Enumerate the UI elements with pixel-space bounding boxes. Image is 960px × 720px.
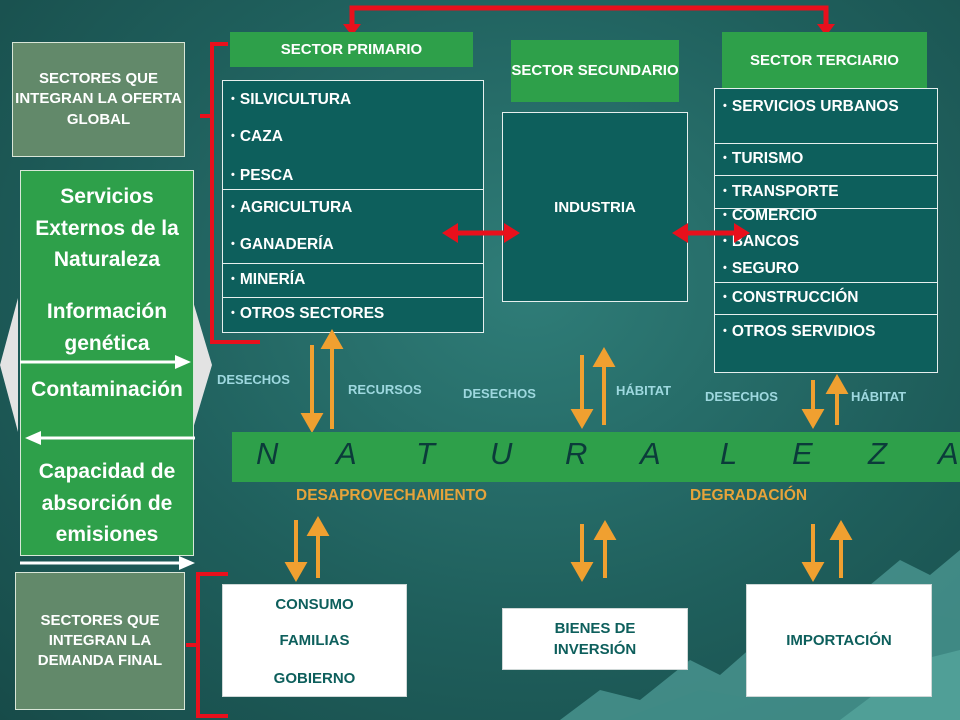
importacion-label: IMPORTACIÓN [786,632,892,649]
primario-divider [223,263,483,264]
naturaleza-letter: E [792,436,813,471]
flow-label-desechos: DESECHOS [705,389,778,404]
naturaleza-letter: N [256,436,279,471]
naturaleza-letter: U [490,436,513,471]
naturaleza-letter: A [640,436,661,471]
nature-service-contaminacion: Contaminación [31,378,183,401]
primario-item: •CAZA [231,128,283,145]
terciario-item: •COMERCIO [723,207,818,224]
terciario-item: •CONSTRUCCIÓN [723,289,859,306]
demanda-bracket [186,572,228,718]
naturaleza-letter: T [416,436,435,471]
terciario-divider [715,282,937,283]
sector-nature-flow-arrows [300,328,849,434]
bienes-inversion-box: BIENES DE INVERSIÓN [502,608,688,670]
secundario-header: SECTOR SECUNDARIO [511,40,679,102]
terciario-divider [715,208,937,209]
importacion-box: IMPORTACIÓN [746,584,932,697]
primario-item: •PESCA [231,167,294,184]
flow-label-desechos: DESECHOS [217,372,290,387]
terciario-divider [715,175,937,176]
primario-item: •MINERÍA [231,271,306,288]
bienes-inversion-label: BIENES DE INVERSIÓN [553,620,637,658]
top-connector-arrow [343,5,835,36]
sectores-demanda-label: SECTORES QUE INTEGRAN LA DEMANDA FINAL [15,572,185,710]
consumo-label: CONSUMO [275,596,354,613]
gobierno-label: GOBIERNO [273,670,356,687]
flow-label-habitat: HÁBITAT [616,383,672,398]
left-panel-arrows [20,355,195,445]
terciario-item: •SEGURO [723,260,800,277]
industria-box: INDUSTRIA [502,112,688,302]
familias-label: FAMILIAS [279,632,350,649]
terciario-item: •BANCOS [723,233,800,250]
terciario-divider [715,314,937,315]
degradacion-label: DEGRADACIÓN [690,487,808,504]
primario-divider [223,297,483,298]
desaprovechamiento-label: DESAPROVECHAMIENTO [296,487,487,504]
naturaleza-bar: N A T U R A L E Z A [232,432,960,482]
primario-divider [223,189,483,190]
nature-service-absorcion: Capacidad de absorción de emisiones [38,460,176,546]
flow-label-desechos: DESECHOS [463,386,536,401]
terciario-box: •SERVICIOS URBANOS •TURISMO •TRANSPORTE … [714,88,938,373]
primario-industria-arrow [442,223,520,243]
sectores-oferta-label: SECTORES QUE INTEGRAN LA OFERTA GLOBAL [12,42,185,157]
primario-item: •OTROS SECTORES [231,305,385,322]
naturaleza-letter: L [720,436,738,471]
naturaleza-letter: A [336,436,357,471]
primario-header: SECTOR PRIMARIO [230,32,473,67]
terciario-divider [715,143,937,144]
nature-demand-flow-arrows [284,515,853,583]
primario-item: •GANADERÍA [231,236,334,253]
terciario-item: •OTROS SERVIDIOS [723,323,876,340]
flow-label-habitat: HÁBITAT [851,389,907,404]
industria-label: INDUSTRIA [554,198,636,216]
primario-box: •SILVICULTURA •CAZA •PESCA •AGRICULTURA … [222,80,484,333]
nature-service-externos: Servicios Externos de la Naturaleza [35,185,179,271]
flow-label-recursos: RECURSOS [348,382,422,397]
side-chevrons [0,298,212,432]
oferta-bracket [200,42,260,344]
primario-item: •SILVICULTURA [231,91,352,108]
naturaleza-letter: R [565,436,588,471]
naturaleza-letter: Z [868,436,887,471]
terciario-header: SECTOR TERCIARIO [722,32,927,90]
terciario-item: •TURISMO [723,150,804,167]
terciario-item: •TRANSPORTE [723,183,839,200]
industria-terciario-arrow [672,223,750,243]
consumo-box: CONSUMO FAMILIAS GOBIERNO [222,584,407,697]
primario-item: •AGRICULTURA [231,199,353,216]
nature-service-genetica: Información genética [46,300,168,355]
terciario-item: •SERVICIOS URBANOS [723,98,899,115]
bottom-panel-arrow [20,556,195,570]
naturaleza-letter: A [938,436,959,471]
